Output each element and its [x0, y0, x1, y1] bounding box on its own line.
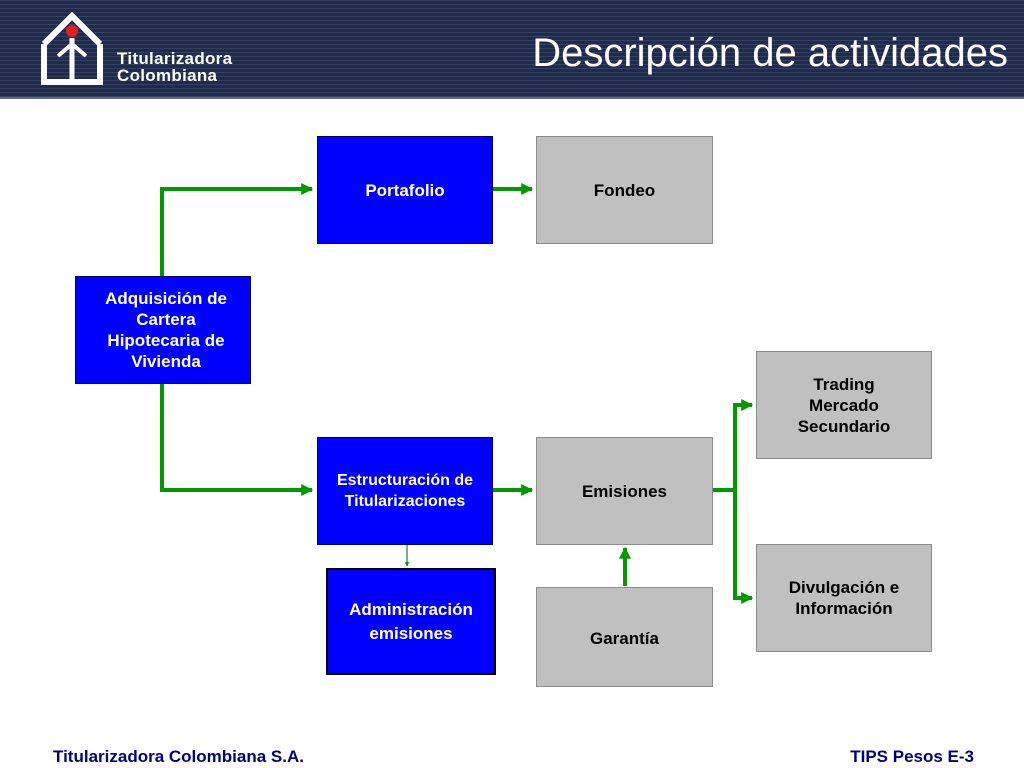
header-bar: Titularizadora Colombiana Descripción de…: [0, 0, 1024, 97]
footer-company: Titularizadora Colombiana S.A.: [53, 747, 304, 766]
node-divulgacion: Divulgación e Información: [756, 544, 932, 652]
arrow-emisiones-to-divulgacion: [733, 490, 754, 604]
logo-text-line2: Colombiana: [117, 66, 218, 85]
arrow-adquisicion-to-portafolio: [160, 183, 314, 276]
node-adquisicion: Adquisición de Cartera Hipotecaria de Vi…: [75, 276, 251, 384]
node-trading: Trading Mercado Secundario: [756, 351, 932, 459]
arrow-emisiones-to-trading: [713, 399, 754, 492]
node-estructuracion: Estructuración de Titularizaciones: [317, 437, 493, 545]
node-emisiones: Emisiones: [536, 437, 713, 545]
logo-text-line1: Titularizadora: [117, 49, 233, 68]
node-fondeo: Fondeo: [536, 136, 713, 244]
arrow-adquisicion-to-estructuracion: [160, 384, 314, 496]
house-logo-icon: [41, 12, 103, 85]
node-portafolio: Portafolio: [317, 136, 493, 244]
node-administracion: Administración emisiones: [326, 568, 496, 675]
page-title: Descripción de actividades: [532, 31, 1008, 75]
header-divider: [0, 97, 1024, 99]
footer-slide-id: TIPS Pesos E-3: [850, 747, 974, 766]
node-garantia: Garantía: [536, 587, 713, 687]
logo-text: Titularizadora Colombiana: [117, 50, 232, 84]
